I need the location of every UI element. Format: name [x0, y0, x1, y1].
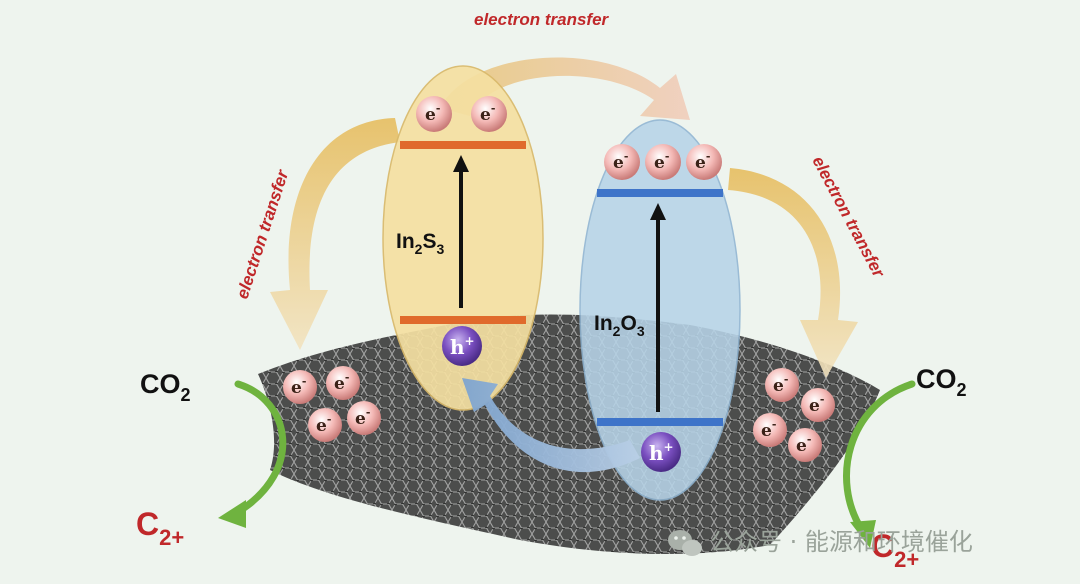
graphene-sheet [258, 314, 880, 555]
svg-text:e-: e- [480, 102, 495, 125]
label-in2s3: In2S3 [396, 230, 444, 257]
wechat-icon [668, 530, 702, 556]
arrow-co2-to-c2-left [234, 380, 287, 516]
electron: e- [283, 370, 317, 404]
hole: h+ [641, 432, 681, 472]
arrow-right-electron-transfer [728, 168, 858, 378]
label-co2-right: CO2 [916, 364, 967, 400]
in2o3-valence-band [597, 418, 723, 426]
in2o3-excitation-arrow [650, 203, 666, 412]
electron: e- [471, 96, 507, 132]
electron: e- [308, 408, 342, 442]
electron: e- [753, 413, 787, 447]
svg-text:e-: e- [613, 150, 628, 173]
in2o3-conduction-band [597, 189, 723, 197]
svg-text:e-: e- [695, 150, 710, 173]
svg-text:e-: e- [291, 375, 306, 398]
electron: e- [604, 144, 640, 180]
svg-text:h+: h+ [450, 334, 475, 359]
svg-text:h+: h+ [649, 440, 674, 465]
label-c2plus-right: C2+ [871, 528, 919, 572]
svg-text:e-: e- [425, 102, 440, 125]
hole: h+ [442, 326, 482, 366]
arrow-top-electron-transfer [440, 57, 690, 120]
arrow-hole-transfer [462, 378, 640, 473]
watermark-text: 公众号 · 能源和环境催化 [710, 528, 973, 556]
svg-text:e-: e- [761, 418, 776, 441]
svg-text:e-: e- [334, 371, 349, 394]
electron: e- [645, 144, 681, 180]
arrow-co2-to-c2-right [843, 380, 916, 534]
svg-text:e-: e- [355, 406, 370, 429]
label-top-electron-transfer: electron transfer [474, 10, 610, 29]
svg-text:e-: e- [773, 373, 788, 396]
arrow-left-electron-transfer [270, 118, 400, 350]
label-in2o3: In2O3 [594, 312, 645, 339]
electron: e- [347, 401, 381, 435]
label-left-electron-transfer: electron transfer [233, 166, 293, 301]
svg-text:e-: e- [796, 433, 811, 456]
svg-text:e-: e- [316, 413, 331, 436]
label-c2plus-left: C2+ [136, 506, 184, 550]
in2s3-excitation-arrow [453, 155, 469, 308]
electron: e- [765, 368, 799, 402]
electron: e- [416, 96, 452, 132]
svg-text:e-: e- [809, 393, 824, 416]
in2s3-valence-band [400, 316, 526, 324]
electron: e- [686, 144, 722, 180]
electron: e- [788, 428, 822, 462]
arrowhead-left-green [218, 500, 246, 528]
label-co2-left: CO2 [140, 369, 191, 405]
svg-text:e-: e- [654, 150, 669, 173]
arrowhead-right-green [850, 520, 876, 548]
electron: e- [326, 366, 360, 400]
in2s3-conduction-band [400, 141, 526, 149]
electron: e- [801, 388, 835, 422]
